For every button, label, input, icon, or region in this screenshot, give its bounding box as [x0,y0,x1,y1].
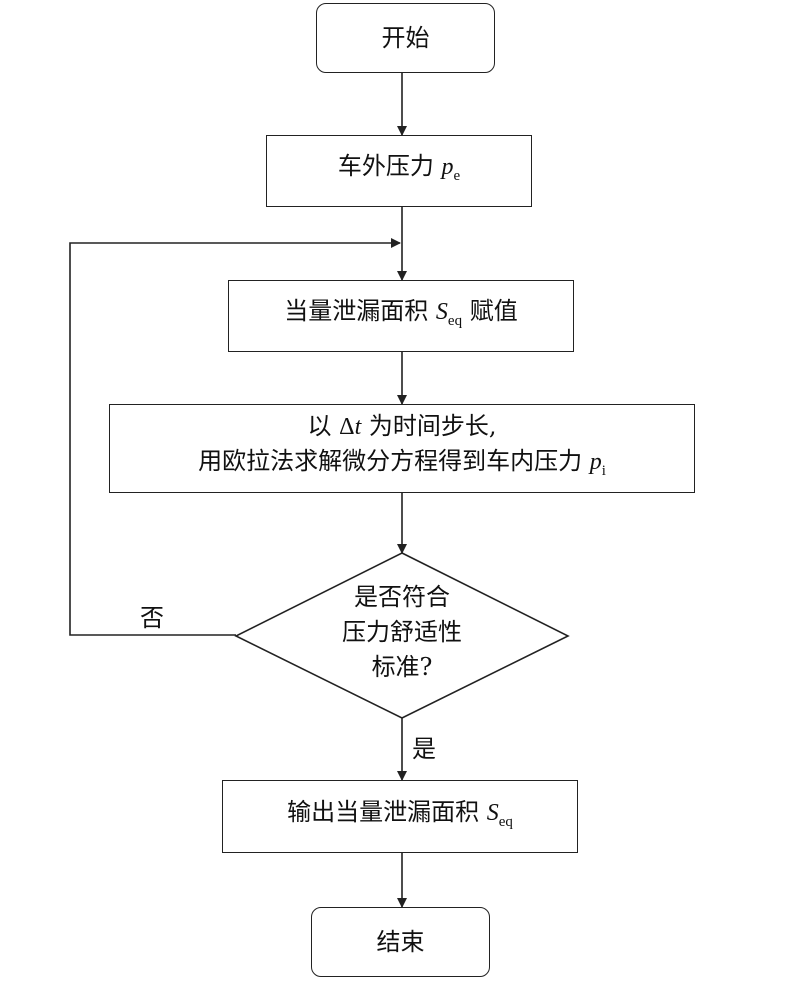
decision-text: 是否符合 压力舒适性 标准? [236,580,568,685]
assign-suffix: 赋值 [469,297,518,325]
decision-line3: 标准? [371,653,433,681]
loop-back-path [69,238,401,636]
internal-pressure-subscript: i [601,463,606,479]
decision-diamond [234,552,570,719]
external-pressure-symbol: p [441,154,454,180]
output-node: 输出当量泄漏面积 Seq [222,780,578,853]
solve-line1-suffix: 为时间步长, [368,412,497,440]
start-label: 开始 [381,24,430,52]
external-pressure-subscript: e [453,168,461,184]
internal-pressure-symbol: p [589,449,602,475]
output-subscript: eq [498,813,513,830]
solve-line2-text: 用欧拉法求解微分方程得到车内压力 [198,447,583,475]
time-step-symbol: t [354,414,362,440]
solve-line2: 用欧拉法求解微分方程得到车内压力 pi [198,447,606,479]
assign-label: 当量泄漏面积 [284,297,429,325]
output-label: 输出当量泄漏面积 [287,797,480,826]
assign-subscript: eq [447,313,463,329]
assign-leak-area-node: 当量泄漏面积 Seq 赋值 [228,280,574,352]
end-node: 结束 [311,907,490,977]
external-pressure-label: 车外压力 [337,152,434,180]
solve-line1: 以 Δt 为时间步长, [307,412,496,440]
assign-symbol: S [435,299,448,325]
output-symbol: S [486,799,499,826]
start-node: 开始 [316,3,495,73]
decision-line2: 压力舒适性 [342,618,462,646]
end-label: 结束 [376,928,425,956]
delta-symbol: Δ [339,414,355,440]
solve-equation-node: 以 Δt 为时间步长, 用欧拉法求解微分方程得到车内压力 pi [109,404,695,493]
solve-line1-prefix: 以 [307,412,332,440]
yes-branch-label: 是 [412,735,436,763]
decision-line1: 是否符合 [354,583,450,611]
external-pressure-node: 车外压力 pe [266,135,532,207]
no-branch-label: 否 [140,604,164,632]
